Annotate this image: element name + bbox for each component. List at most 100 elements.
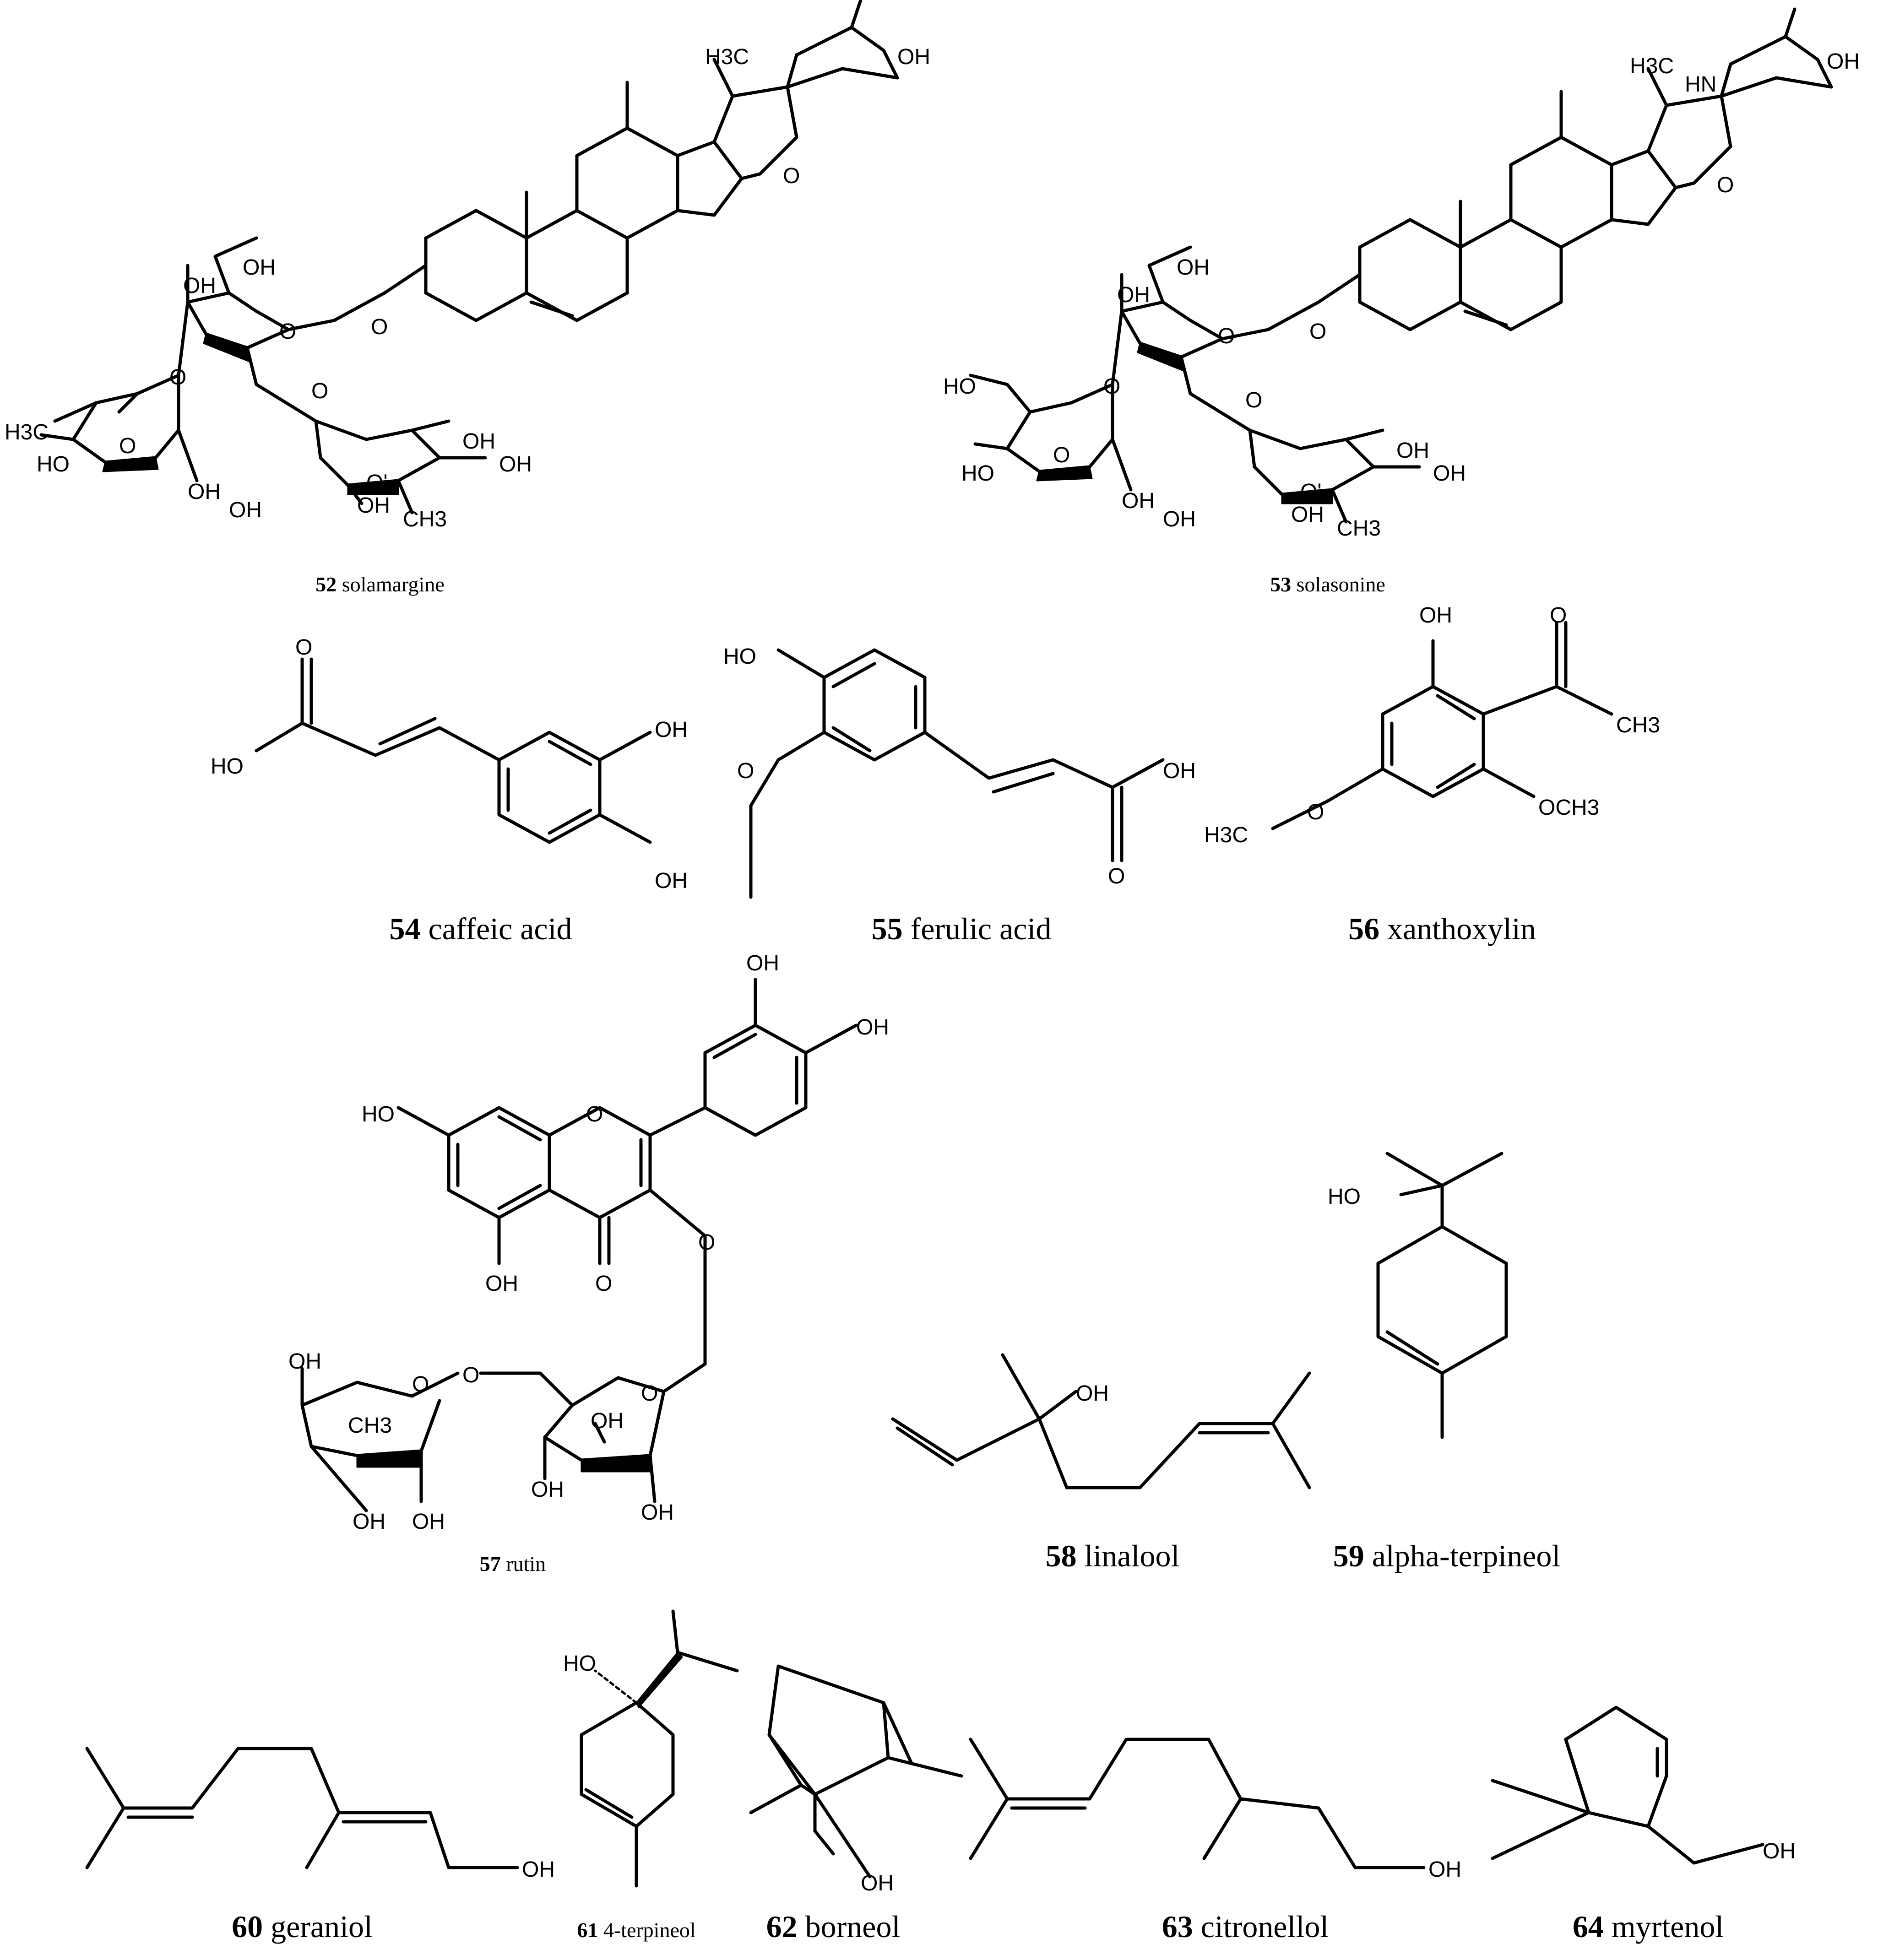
caption-54-name: caffeic acid <box>428 911 572 946</box>
caption-62: 62 borneol <box>766 1909 901 1945</box>
label-oh-53-rr3: OH <box>1291 503 1324 527</box>
label-ho-57: HO <box>362 1102 395 1126</box>
caption-58-number: 58 <box>1045 1538 1077 1573</box>
label-oh-57-c: OH <box>485 1272 518 1296</box>
label-hn-53: HN <box>1685 72 1716 97</box>
label-o-53-ring: O <box>1218 324 1235 348</box>
caption-64-name: myrtenol <box>1611 1909 1724 1944</box>
caption-53-number: 53 <box>1270 573 1292 596</box>
label-oprime-52: O' <box>366 471 388 495</box>
label-o-52-c: O <box>169 365 186 390</box>
structure-61-4-terpineol: HO <box>563 1609 739 1888</box>
caption-52-number: 52 <box>315 573 337 596</box>
label-oh-57-a: OH <box>746 951 779 975</box>
label-o-53-d: O <box>1245 388 1262 412</box>
label-o-57-gly: O <box>698 1230 715 1255</box>
label-o-57-link: O <box>462 1363 479 1387</box>
caption-64-number: 64 <box>1572 1909 1604 1944</box>
label-ho-53-ch2: HO <box>943 374 976 399</box>
label-oh-63: OH <box>1428 1857 1461 1882</box>
label-oh-57-rha3: OH <box>412 1510 445 1534</box>
label-ho-52-rh: HO <box>37 452 70 476</box>
caption-59: 59 alpha-terpineol <box>1333 1538 1561 1574</box>
label-o-52-e: O <box>783 164 800 188</box>
label-oh-52-f: OH <box>897 45 930 69</box>
label-o-56-b: O <box>1307 800 1324 824</box>
label-ch3-53: CH3 <box>1337 516 1381 541</box>
caption-52: 52 solamargine <box>315 572 444 596</box>
caption-60-number: 60 <box>232 1909 263 1944</box>
label-ho-54: HO <box>211 754 244 779</box>
caption-58-name: linalool <box>1084 1538 1180 1573</box>
caption-56: 56 xanthoxylin <box>1348 911 1536 947</box>
caption-52-name: solamargine <box>342 573 445 596</box>
label-o-52-ring: O <box>279 319 296 344</box>
caption-62-number: 62 <box>766 1909 798 1944</box>
label-oh-58: OH <box>1076 1381 1109 1406</box>
label-o-54: O <box>295 635 312 660</box>
label-oh-52-b: OH <box>183 274 216 298</box>
label-o-53-c: O <box>1103 374 1120 399</box>
label-oprime-53: O' <box>1300 480 1322 504</box>
label-oh-52-rr1: OH <box>462 429 495 454</box>
caption-58: 58 linalool <box>1046 1538 1180 1574</box>
label-oh-52-rh2: OH <box>229 498 262 522</box>
label-oh-53-rr2: OH <box>1433 461 1466 486</box>
label-h3c-52-rh: H3C <box>5 420 49 444</box>
structure-62-borneol: OH <box>749 1664 963 1895</box>
label-h3c-56: H3C <box>1204 823 1248 847</box>
label-oh-53-rr1: OH <box>1396 439 1429 463</box>
label-o-52-rh: O <box>119 434 136 458</box>
caption-64: 64 myrtenol <box>1573 1909 1724 1945</box>
label-oh-53-gl2: OH <box>1163 507 1196 531</box>
label-o-52-gly: O <box>371 315 388 339</box>
structure-64-myrtenol: OH <box>1491 1706 1796 1865</box>
caption-60-name: geraniol <box>271 1909 373 1944</box>
caption-57-number: 57 <box>479 1552 501 1576</box>
label-oh-57-glc1: OH <box>591 1409 624 1433</box>
label-ch3-52: CH3 <box>403 507 447 531</box>
label-oh-62: OH <box>861 1871 894 1895</box>
caption-61: 61 4-terpineol <box>577 1918 695 1942</box>
label-h3c-53: H3C <box>1630 54 1674 78</box>
caption-55-number: 55 <box>871 911 903 946</box>
label-oh-54-a: OH <box>655 718 688 742</box>
caption-61-number: 61 <box>577 1918 598 1942</box>
label-oh-52-rh1: OH <box>188 480 221 504</box>
label-o-55: O <box>737 759 754 783</box>
caption-62-name: borneol <box>805 1909 901 1944</box>
caption-63: 63 citronellol <box>1162 1909 1329 1945</box>
label-oh-56: OH <box>1419 603 1452 628</box>
structure-57-rutin: O OH OH HO O OH O O OH OH OH O O OH CH3 … <box>288 951 889 1534</box>
structure-53-solasonine: H3C HN OH O O O OH OH O O HO O HO OH OH … <box>943 7 1860 541</box>
structure-54-caffeic-acid: O HO OH OH <box>211 635 688 893</box>
caption-55: 55 ferulic acid <box>872 911 1052 947</box>
structure-59-alpha-terpineol: HO <box>1328 1152 1508 1439</box>
caption-63-number: 63 <box>1162 1909 1193 1944</box>
label-ho-55: HO <box>723 644 756 669</box>
caption-63-name: citronellol <box>1200 1909 1329 1944</box>
caption-54: 54 caffeic acid <box>390 911 572 947</box>
structure-58-linalool: OH <box>891 1353 1311 1489</box>
label-oh-60: OH <box>522 1857 555 1882</box>
label-oh-57-glc3: OH <box>641 1500 674 1525</box>
label-o-57-rha: O <box>412 1372 429 1397</box>
label-ch3-56: CH3 <box>1616 713 1660 737</box>
caption-56-number: 56 <box>1348 911 1380 946</box>
caption-57-name: rutin <box>506 1552 546 1576</box>
structure-52-solamargine: H3C OH O O O OH OH O O H3C O HO OH OH OH… <box>5 0 930 531</box>
caption-57: 57 rutin <box>480 1552 546 1576</box>
label-o-53-e: O <box>1717 173 1734 197</box>
label-oh-54-b: OH <box>655 869 688 893</box>
label-oh-52-rr3: OH <box>357 493 390 518</box>
label-ho-59: HO <box>1328 1185 1361 1209</box>
label-oh-57-rha1: OH <box>288 1349 321 1374</box>
label-oh-53-f: OH <box>1827 49 1860 74</box>
label-oh-52-rr2: OH <box>499 452 532 476</box>
label-o-57-ring: O <box>586 1102 603 1126</box>
label-oh-53-gl1: OH <box>1122 489 1155 513</box>
label-oh-57-b: OH <box>856 1015 889 1040</box>
label-ho-53-gl: HO <box>961 461 994 486</box>
